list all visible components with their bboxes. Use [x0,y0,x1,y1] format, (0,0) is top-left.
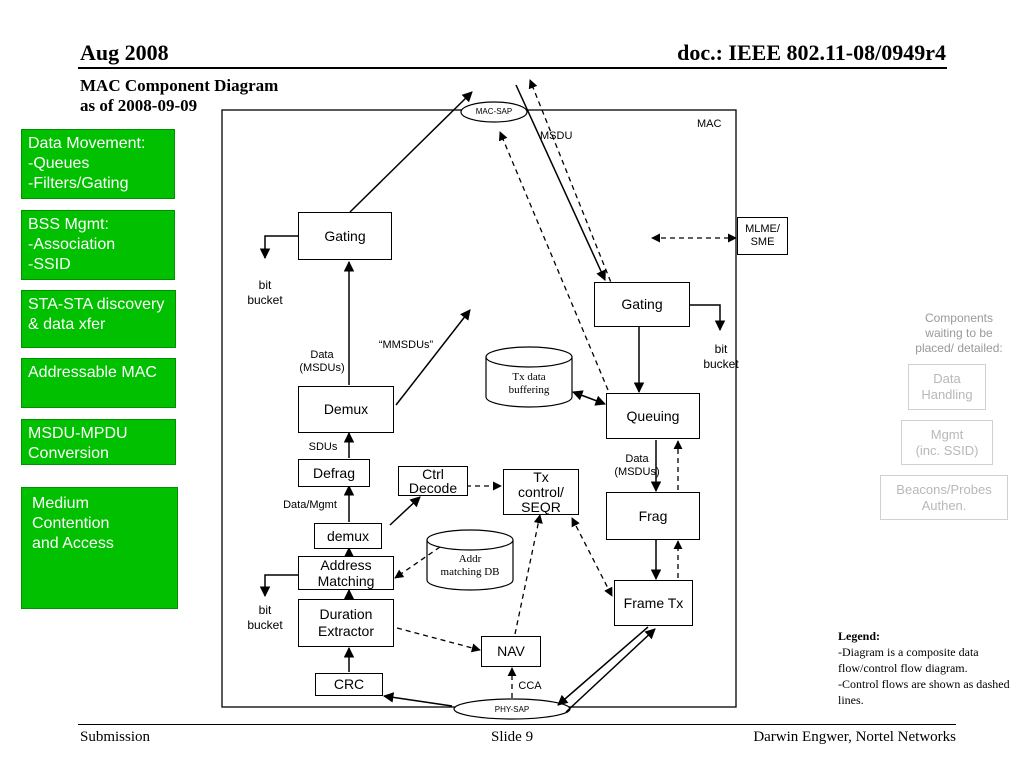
gating-right-box: Gating [594,282,690,327]
nav-to-tx-dashed [514,514,543,635]
pending-beacons: Beacons/Probes Authen. [880,475,1008,520]
address-matching-text: Address Matching [317,557,375,589]
addr-db-label: Addr matching DB [440,553,500,578]
gating-left-bucket-arrow [259,235,298,260]
bit-bucket-lower-label: bit bucket [247,603,283,632]
queuing-to-macsap-dashed [498,131,609,391]
footer-submission: Submission [80,729,151,745]
data-msdus-right-label: Data (MSDUs) [614,453,660,478]
nav-text: NAV [497,643,525,659]
sidebar-addressable-mac: Addressable MAC [21,358,176,408]
legend-title: Legend: [838,629,880,643]
demux-lower-text: demux [326,527,370,544]
tx-control-box: Tx control/ SEQR [503,469,579,515]
mac-sap-oval [460,101,528,123]
frame-tx-box: Frame Tx [614,580,693,626]
gating-to-macsap-dashed [528,79,615,291]
msdu-label: MSDU [540,130,573,142]
pending-mgmt: Mgmt (inc. SSID) [901,420,993,465]
nav-box: NAV [481,636,541,667]
diagram-title: MAC Component Diagram as of 2008-09-09 [80,76,278,116]
crc-box: CRC [315,673,383,696]
bit-bucket-right-label: bit bucket [703,342,739,371]
legend-line-1: -Diagram is a composite data flow/contro… [838,645,979,675]
tx-control-text: Tx control/ SEQR [518,468,564,515]
defrag-box: Defrag [298,459,370,487]
sidebar-msdu-mpdu: MSDU-MPDU Conversion [21,419,176,465]
gating-left-box: Gating [298,212,392,260]
mac-label: MAC [697,118,722,130]
sidebar-medium-contention: Medium Contention and Access [21,487,178,609]
queuing-buffer-arrow [572,390,606,406]
header-rule [78,67,947,69]
ctrl-decode-text: Ctrl Decode [408,466,458,496]
dur-to-nav-dashed [396,627,481,653]
sidebar-sta-sta: STA-STA discovery & data xfer [21,290,176,348]
demux-lower-box: demux [314,523,382,549]
tx-frametx-dashed [571,517,613,597]
cca-label: CCA [518,680,542,692]
defrag-text: Defrag [312,464,356,481]
frametx-to-phy-arrow-2 [565,628,656,713]
mmsdus-label: “MMSDUs” [378,339,434,351]
legend: Legend: -Diagram is a composite data flo… [838,628,1018,708]
pending-title: Components waiting to be placed/ detaile… [915,311,1003,355]
gating-right-text: Gating [621,296,663,312]
address-matching-box: Address Matching [298,556,394,590]
crc-text: CRC [333,676,365,692]
mlme-sme-text: MLME/ SME [745,223,780,248]
mlme-sme-box: MLME/ SME [737,217,788,255]
demux-upper-box: Demux [298,386,394,433]
frag-box: Frag [606,492,700,540]
footer-author: Darwin Engwer, Nortel Networks [753,729,956,745]
duration-extractor-text: Duration Extractor [317,606,374,639]
ctrl-decode-box: Ctrl Decode [398,466,468,496]
phy-to-crc-arrow [382,692,453,707]
header-date: Aug 2008 [80,40,169,65]
sidebar-data-movement: Data Movement: -Queues -Filters/Gating [21,129,175,199]
pending-data-handling: Data Handling [908,364,986,410]
queuing-box: Queuing [606,393,700,439]
data-mgmt-label: Data/Mgmt [283,499,337,511]
gating-left-text: Gating [324,227,366,244]
title-line-1: MAC Component Diagram [80,76,279,95]
frag-text: Frag [638,507,668,524]
macsap-to-gating-arrow [515,84,606,281]
phy-sap-label: PHY-SAP [494,705,530,714]
addr-db-cylinder [426,529,514,591]
tx-buffer-label: Tx data buffering [508,371,550,396]
db-to-addr-dashed [394,546,441,579]
demux-to-ctrl-arrow [389,496,421,526]
duration-extractor-box: Duration Extractor [298,599,394,647]
frametx-to-phy-arrow [557,626,649,706]
mac-sap-label: MAC-SAP [475,107,513,116]
tx-buffer-cylinder [485,346,573,408]
demux-upper-text: Demux [323,401,369,417]
data-msdus-left-label: Data (MSDUs) [299,349,345,374]
bit-bucket-left-label: bit bucket [247,278,283,307]
pending-data-handling-text: Data Handling [921,371,973,402]
gating-right-bucket-arrow [690,304,726,332]
title-line-2: as of 2008-09-09 [80,96,198,115]
header-doc-id: doc.: IEEE 802.11-08/0949r4 [677,40,946,65]
pending-beacons-text: Beacons/Probes Authen. [896,481,992,513]
pending-mgmt-text: Mgmt (inc. SSID) [915,426,979,458]
mmsdus-arrow [395,309,471,406]
queuing-text: Queuing [626,407,680,424]
legend-line-2: -Control flows are shown as dashed lines… [838,677,1010,707]
sdus-label: SDUs [308,441,338,453]
gating-to-macsap-arrow [349,91,473,213]
addr-bucket-arrow [259,574,298,598]
sidebar-bss-mgmt: BSS Mgmt: -Association -SSID [21,210,175,280]
footer-rule [78,724,956,725]
footer-slide-number: Slide 9 [491,729,534,745]
frame-tx-text: Frame Tx [623,594,684,611]
